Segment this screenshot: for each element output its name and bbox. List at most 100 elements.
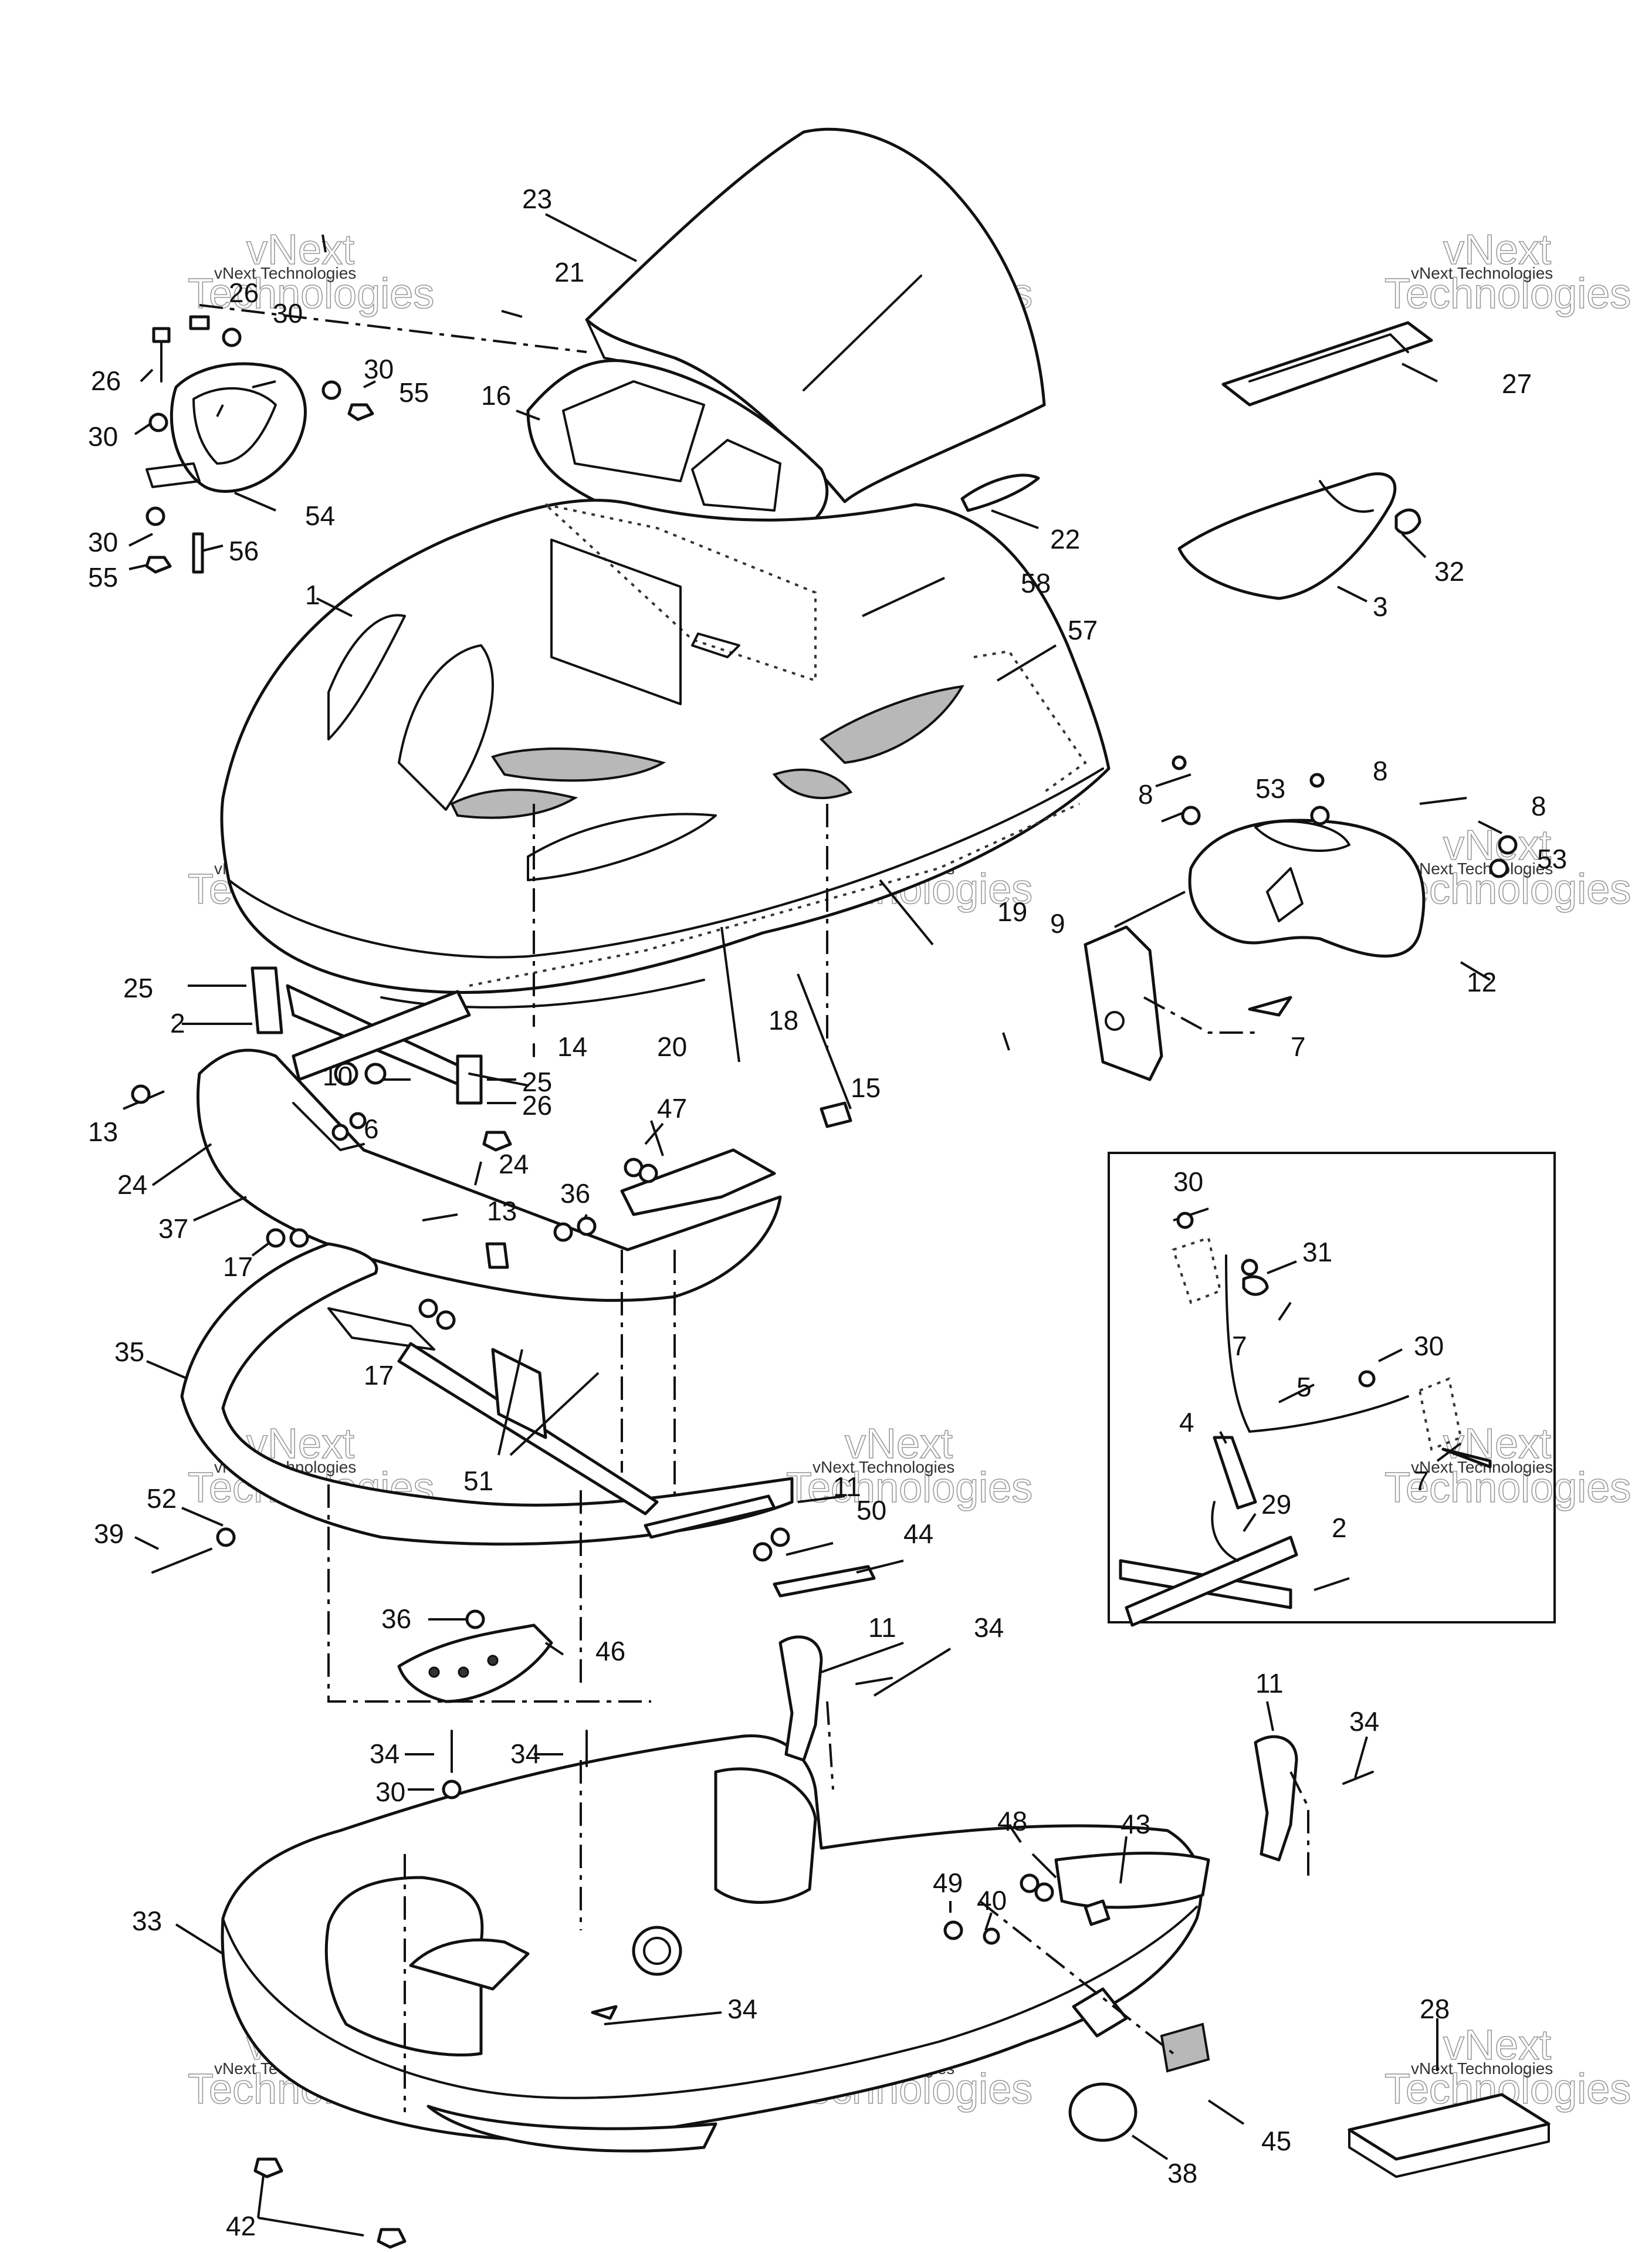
- callout-17-left: 17: [223, 1251, 253, 1282]
- watermark-line2: Technologies: [786, 1464, 1032, 1511]
- callout-5: 5: [1296, 1372, 1312, 1402]
- watermark-line1: vNext: [246, 226, 354, 273]
- callout-19: 19: [997, 897, 1027, 927]
- callout-15: 15: [851, 1073, 881, 1103]
- clip-32: [1394, 508, 1421, 535]
- callout-34-right: 34: [1349, 1706, 1379, 1737]
- watermark-line1: vNext: [1443, 226, 1551, 273]
- console: [1188, 818, 1426, 958]
- watermark-small: vNext Technologies: [813, 1458, 954, 1476]
- inset-box: [1108, 1152, 1556, 1627]
- callout-17-right: 17: [364, 1360, 394, 1391]
- callout-3: 3: [1373, 591, 1388, 622]
- callout-6: 6: [364, 1114, 379, 1144]
- watermark-small: vNext Technologies: [1411, 264, 1553, 282]
- watermark-bottom-right: vNext Technologies vNext Technologies: [1384, 2021, 1631, 2113]
- callout-25-right: 25: [522, 1067, 552, 1097]
- callout-24-right: 24: [499, 1149, 529, 1179]
- watermark-top-left: vNext Technologies vNext Technologies: [187, 226, 435, 318]
- material-28: [1348, 2093, 1551, 2178]
- visor-trim: [1177, 472, 1397, 600]
- bracket-46: [397, 1623, 553, 1703]
- callout-35: 35: [114, 1337, 144, 1367]
- callout-36-bracket: 36: [381, 1604, 411, 1634]
- callout-8-right: 8: [1531, 791, 1546, 821]
- watermark-top-right: vNext Technologies vNext Technologies: [1384, 226, 1631, 318]
- callout-34-left: 34: [370, 1738, 400, 1769]
- callout-30-left-upper: 30: [88, 421, 118, 452]
- watermark-line2: Technologies: [1384, 866, 1631, 913]
- callout-52: 52: [147, 1483, 177, 1514]
- callout-26-left: 26: [91, 366, 121, 396]
- watermark-lower-center: vNext Technologies vNext Technologies: [786, 1420, 1033, 1512]
- callout-58: 58: [1021, 568, 1051, 598]
- callout-26-top: 26: [229, 278, 259, 308]
- callout-26-hinge: 26: [522, 1090, 552, 1121]
- hidden-lines: [199, 304, 1309, 2112]
- watermark-line2: Technologies: [1384, 270, 1631, 317]
- callout-27: 27: [1502, 368, 1532, 399]
- callout-2-main: 2: [170, 1008, 185, 1038]
- callout-39: 39: [94, 1518, 124, 1549]
- bottom-pan: [221, 1734, 1210, 2153]
- callout-7-console: 7: [1291, 1031, 1306, 1062]
- callout-30-pan: 30: [375, 1777, 405, 1807]
- callout-29: 29: [1261, 1489, 1291, 1520]
- gauge-cover: [1221, 321, 1433, 407]
- callout-1: 1: [305, 580, 320, 610]
- callout-54: 54: [305, 500, 335, 531]
- callout-13-left: 13: [88, 1117, 118, 1147]
- callout-7-inset-upper: 7: [1232, 1331, 1247, 1361]
- hood: [220, 499, 1111, 1009]
- callout-50: 50: [857, 1495, 886, 1525]
- callout-30-top: 30: [273, 298, 303, 329]
- callout-43: 43: [1120, 1809, 1150, 1839]
- callout-12: 12: [1467, 967, 1497, 997]
- watermark-small: vNext Technologies: [1411, 2059, 1553, 2078]
- front-frame: [180, 1242, 876, 1598]
- mount-bracket-9: [1084, 925, 1163, 1081]
- callout-18: 18: [769, 1005, 798, 1036]
- bracket-11-left: [778, 1635, 823, 1762]
- callout-32: 32: [1434, 556, 1464, 587]
- callout-labels: 1 2 2 3 4 5 6 7 7 7 8 8 8 9 10 11 11 11 …: [88, 184, 1567, 2241]
- callout-20: 20: [657, 1031, 687, 1062]
- callout-7-inset-lower: 7: [1414, 1466, 1429, 1496]
- callout-28: 28: [1420, 1994, 1450, 2024]
- callout-38: 38: [1167, 2158, 1197, 2188]
- watermark-small: vNext Technologies: [1411, 860, 1553, 878]
- callout-36-frame: 36: [560, 1178, 590, 1209]
- callout-14: 14: [557, 1031, 587, 1062]
- callout-4: 4: [1179, 1407, 1194, 1437]
- callout-34-center: 34: [510, 1738, 540, 1769]
- watermark-line1: vNext: [1443, 2022, 1551, 2069]
- callout-53-right: 53: [1537, 844, 1567, 874]
- callout-42: 42: [226, 2211, 256, 2241]
- watermark-line1: vNext: [845, 1420, 953, 1467]
- watermark-small: vNext Technologies: [214, 264, 356, 282]
- callout-53-center: 53: [1255, 773, 1285, 804]
- callout-11-frame: 11: [833, 1471, 861, 1502]
- callout-21: 21: [554, 257, 584, 287]
- callout-33: 33: [132, 1906, 162, 1936]
- callout-30-inset-top: 30: [1173, 1166, 1203, 1197]
- callout-34-pan: 34: [727, 1994, 757, 2024]
- callout-22: 22: [1050, 524, 1080, 554]
- callout-16: 16: [481, 380, 511, 411]
- callout-30-left-lower: 30: [88, 527, 118, 557]
- callout-30-inset-right: 30: [1414, 1331, 1444, 1361]
- callout-31: 31: [1302, 1237, 1332, 1267]
- callout-23: 23: [522, 184, 552, 214]
- callout-8-left: 8: [1138, 779, 1153, 810]
- callout-10: 10: [323, 1061, 353, 1091]
- callout-11-right: 11: [1255, 1668, 1284, 1699]
- callout-56: 56: [229, 536, 259, 566]
- front-bumper: [197, 1048, 782, 1302]
- callout-2-inset: 2: [1332, 1513, 1347, 1543]
- callout-45: 45: [1261, 2126, 1291, 2156]
- callout-48: 48: [997, 1806, 1027, 1836]
- callout-9: 9: [1050, 908, 1065, 939]
- watermark-line2: Technologies: [1384, 1464, 1631, 1511]
- callout-55-left: 55: [88, 562, 118, 593]
